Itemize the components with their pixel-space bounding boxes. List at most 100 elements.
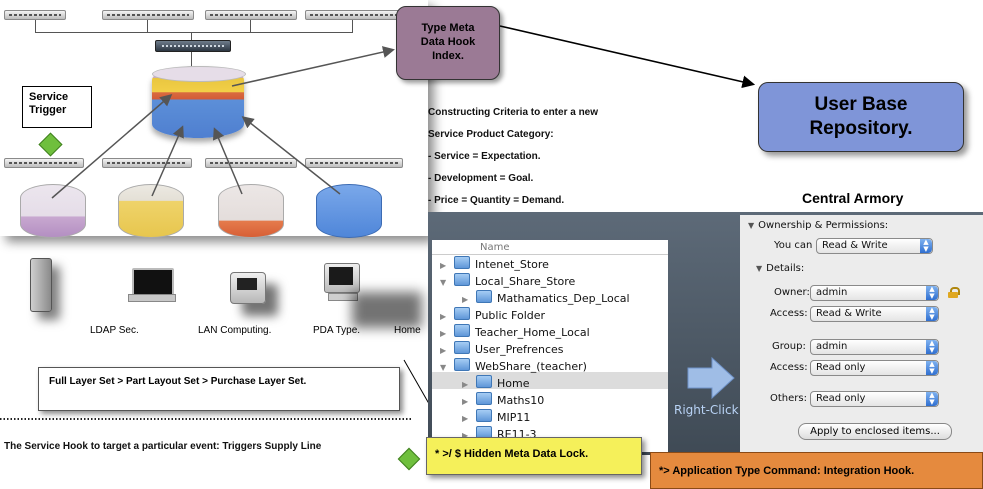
disclosure-triangle-icon[interactable]: ▶ xyxy=(462,397,469,406)
arrow-orange-to-central xyxy=(212,127,243,195)
apply-enclosed-button[interactable]: Apply to enclosed items... xyxy=(798,423,952,440)
arrow-meta-to-repository xyxy=(499,25,756,89)
application-type-command-box: *> Application Type Command: Integration… xyxy=(650,452,983,489)
owner-access-select[interactable]: Read & Write▲▼ xyxy=(810,306,939,322)
list-item-label: User_Prefrences xyxy=(475,343,564,356)
disclosure-triangle-icon[interactable]: ▼ xyxy=(440,363,447,372)
disclosure-triangle-icon[interactable]: ▶ xyxy=(462,380,469,389)
others-value: Read only xyxy=(816,393,866,404)
ownership-title[interactable]: ▼Ownership & Permissions: xyxy=(748,220,888,231)
disclosure-down-icon: ▼ xyxy=(748,221,755,230)
disclosure-triangle-icon[interactable]: ▶ xyxy=(440,312,447,321)
group-access-select[interactable]: Read only ▲▼ xyxy=(810,360,939,376)
lock-icon[interactable] xyxy=(948,287,960,298)
list-item-label: Public Folder xyxy=(475,309,546,322)
purple-db-cylinder xyxy=(20,184,86,238)
disclosure-triangle-icon[interactable]: ▶ xyxy=(440,261,447,270)
top-switch-2 xyxy=(102,10,194,20)
user-base-repository-box: User Base Repository. xyxy=(758,82,964,152)
you-can-select[interactable]: Read & Write ▲▼ xyxy=(816,238,933,254)
list-item-webshare-teacher[interactable]: ▼WebShare_(teacher) xyxy=(440,358,587,373)
desktop-box-icon xyxy=(230,272,266,304)
server-tower-icon xyxy=(30,258,52,312)
file-list-header: Name xyxy=(480,242,510,253)
type-meta-box: Type Meta Data Hook Index. xyxy=(396,6,500,80)
folder-icon xyxy=(454,341,470,354)
details-title-label: Details: xyxy=(766,263,805,274)
lan-label: LAN Computing. xyxy=(198,325,272,336)
full-layer-set-box: Full Layer Set > Part Layout Set > Purch… xyxy=(38,367,400,411)
disclosure-triangle-icon[interactable]: ▶ xyxy=(462,414,469,423)
stepper-arrows-icon: ▲▼ xyxy=(926,286,938,300)
criteria-item: - Development = Goal. xyxy=(428,173,534,184)
you-can-label: You can xyxy=(774,240,813,251)
top-switch-1 xyxy=(4,10,66,20)
central-hub xyxy=(155,40,231,52)
stepper-arrows-icon: ▲▼ xyxy=(926,361,938,375)
list-item-mathamatics-dep[interactable]: ▶Mathamatics_Dep_Local xyxy=(462,290,630,305)
list-item-public-folder[interactable]: ▶ Public Folder xyxy=(440,307,545,322)
group-access-value: Read only xyxy=(816,362,866,373)
list-item-intenet-store[interactable]: ▶ Intenet_Store xyxy=(440,256,549,271)
owner-select[interactable]: admin ▲▼ xyxy=(810,285,939,301)
laptop-icon xyxy=(128,268,176,302)
hidden-meta-lock-box: * >/ $ Hidden Meta Data Lock. xyxy=(426,437,642,475)
group-select[interactable]: admin ▲▼ xyxy=(810,339,939,355)
list-item-label: Teacher_Home_Local xyxy=(475,326,590,339)
folder-icon xyxy=(476,290,492,303)
list-item-local-share-store[interactable]: ▼ Local_Share_Store xyxy=(440,273,575,288)
home-label: Home xyxy=(394,325,421,336)
ldap-label: LDAP Sec. xyxy=(90,325,139,336)
list-item-home[interactable]: ▶ Home xyxy=(462,375,529,390)
folder-icon xyxy=(454,273,470,286)
you-can-value: Read & Write xyxy=(822,240,888,251)
blue-db-cylinder xyxy=(316,184,382,238)
yellow-db-cylinder xyxy=(118,184,184,238)
bottom-switch-3 xyxy=(205,158,297,168)
arrow-blue-to-central xyxy=(241,116,341,195)
details-title[interactable]: ▼Details: xyxy=(756,263,804,274)
access-label: Access: xyxy=(770,362,808,373)
right-arrow-icon xyxy=(687,356,735,400)
disclosure-down-icon: ▼ xyxy=(756,264,763,273)
folder-icon xyxy=(476,392,492,405)
group-value: admin xyxy=(816,341,848,352)
list-item-maths10[interactable]: ▶ Maths10 xyxy=(462,392,544,407)
ownership-title-label: Ownership & Permissions: xyxy=(758,220,889,231)
monitor-icon xyxy=(322,263,362,307)
criteria-heading-2: Service Product Category: xyxy=(428,129,554,140)
owner-value: admin xyxy=(816,287,848,298)
bottom-switch-2 xyxy=(102,158,192,168)
disclosure-triangle-icon[interactable]: ▶ xyxy=(440,346,447,355)
list-item-label: Intenet_Store xyxy=(475,258,549,271)
list-item-label: Local_Share_Store xyxy=(475,275,576,288)
central-armory-label: Central Armory xyxy=(802,190,904,206)
criteria-heading-1: Constructing Criteria to enter a new xyxy=(428,107,599,118)
list-item-mip11[interactable]: ▶ MIP11 xyxy=(462,409,530,424)
disclosure-triangle-icon[interactable]: ▼ xyxy=(440,278,447,287)
disclosure-triangle-icon[interactable]: ▶ xyxy=(440,329,447,338)
others-label: Others: xyxy=(770,393,807,404)
orange-db-cylinder xyxy=(218,184,284,238)
folder-icon xyxy=(454,307,470,320)
stepper-arrows-icon: ▲▼ xyxy=(926,340,938,354)
folder-icon xyxy=(476,375,492,388)
others-select[interactable]: Read only▲▼ xyxy=(810,391,939,407)
device-shadow xyxy=(352,292,422,328)
criteria-item: - Service = Expectation. xyxy=(428,151,541,162)
list-item-teacher-home[interactable]: ▶ Teacher_Home_Local xyxy=(440,324,590,339)
folder-icon xyxy=(454,256,470,269)
stepper-arrows-icon: ▲▼ xyxy=(920,239,932,253)
bottom-switch-1 xyxy=(4,158,84,168)
right-click-label: Right-Click xyxy=(674,403,739,417)
list-item-label: Maths10 xyxy=(497,394,545,407)
pda-label: PDA Type. xyxy=(313,325,361,336)
disclosure-triangle-icon[interactable]: ▶ xyxy=(462,431,469,440)
list-item-label: MIP11 xyxy=(497,411,531,424)
list-item-user-prefrences[interactable]: ▶ User_Prefrences xyxy=(440,341,564,356)
disclosure-triangle-icon[interactable]: ▶ xyxy=(462,295,469,304)
central-database-top xyxy=(152,66,246,82)
list-item-label: Home xyxy=(497,377,530,390)
file-list: Name xyxy=(432,240,668,452)
